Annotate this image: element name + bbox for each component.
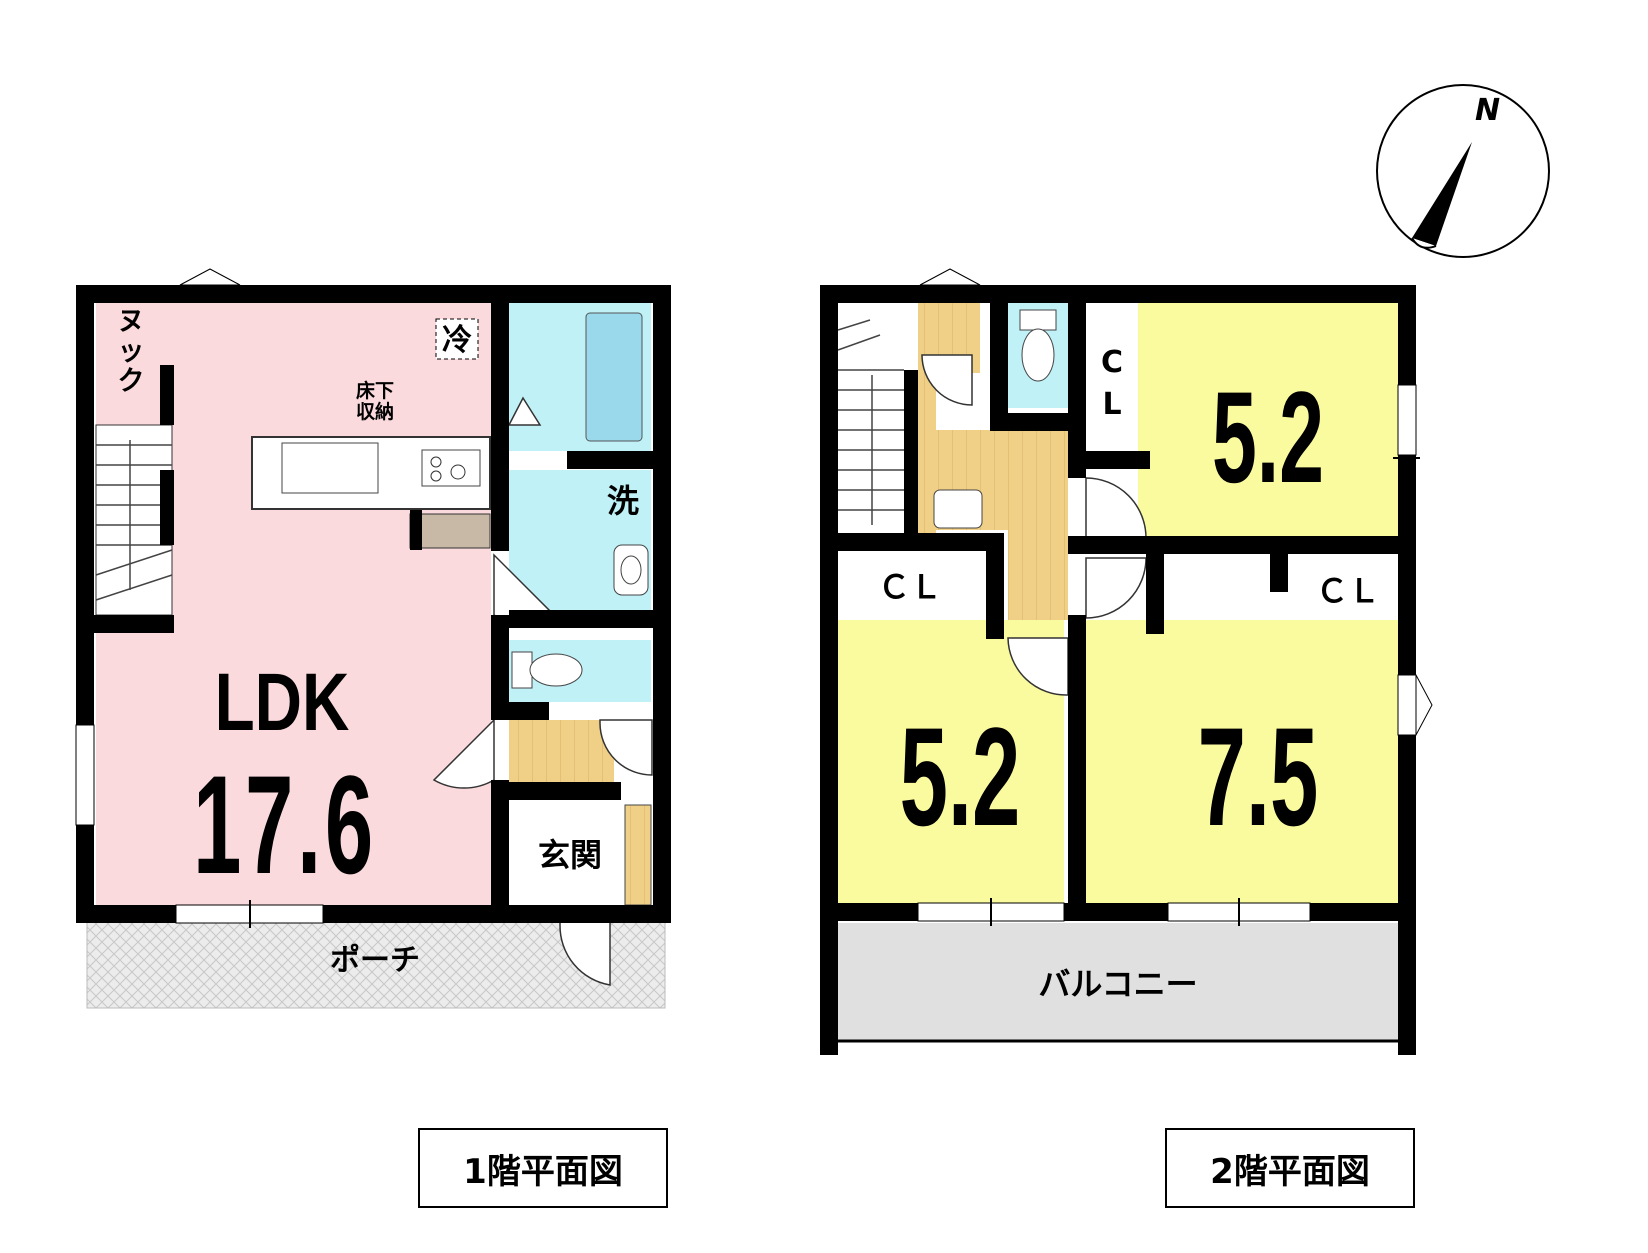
underfloor-storage-label-1: 床下 (356, 379, 394, 402)
door-swing (507, 396, 542, 426)
shoe-cabinet (624, 804, 652, 906)
window (1397, 384, 1417, 456)
entry-door-swing (559, 909, 611, 986)
bathtub-icon (585, 312, 643, 442)
stove-icon (421, 449, 481, 487)
bedroom-sw-size: 5.2 (900, 699, 1021, 855)
door-swing (1085, 477, 1147, 539)
hallway-2f (1008, 430, 1068, 620)
bedroom-ne-size: 5.2 (1212, 364, 1324, 509)
door-swing (599, 719, 653, 776)
closet-left (838, 555, 986, 620)
laundry-label: 洗 (607, 482, 639, 520)
closet-top-label-c: C (1101, 345, 1123, 380)
vent-marker (179, 268, 241, 286)
nook-label-1: ヌック (118, 306, 149, 397)
north-label: N (1475, 93, 1500, 128)
floor-1-plan: ヌック 冷 床下 収納 洗 LDK 17.6 玄関 ポーチ (75, 268, 671, 1009)
washbasin-2f-icon (933, 489, 983, 529)
vent-marker (919, 268, 981, 286)
porch-label: ポーチ (330, 943, 420, 978)
ldk-size: 17.6 (193, 747, 377, 903)
ldk-label: LDK (215, 656, 350, 748)
toilet-2f-icon (1021, 328, 1055, 382)
kitchen-sink-icon (281, 442, 379, 494)
door-swing (921, 354, 973, 406)
fridge-label: 冷 (442, 323, 472, 358)
staircase-1f (95, 424, 173, 616)
pantry-shelf (409, 513, 491, 549)
toilet-icon (511, 651, 533, 689)
entrance-hall (509, 800, 621, 907)
balcony-label: バルコニー (1038, 965, 1197, 1003)
fridge-space (435, 318, 479, 360)
closet-top (1086, 303, 1138, 451)
closet-top-label-l: L (1102, 387, 1121, 422)
floor-1-caption: 1階平面図 (418, 1128, 668, 1208)
closet-left-label: ＣＬ (878, 568, 942, 606)
north-arrow-icon (1412, 142, 1472, 246)
bedroom-ne (1138, 303, 1400, 536)
compass: N (1376, 84, 1550, 258)
floor-2-plan: C L 5.2 ＣＬ ＣＬ 5.2 7.5 バルコニー (820, 268, 1433, 1055)
bedroom-se-size: 7.5 (1198, 699, 1319, 855)
underfloor-storage-label-2: 収納 (356, 400, 394, 423)
walls-2f (820, 285, 1416, 1055)
balcony-area (838, 923, 1398, 1041)
bedroom-se (1086, 620, 1400, 903)
door-swing (1007, 637, 1069, 696)
window (75, 724, 95, 826)
hallway-floor (509, 720, 614, 782)
vent-marker (1415, 674, 1433, 736)
closet-right-label: ＣＬ (1316, 572, 1380, 610)
door-swing (1085, 557, 1147, 619)
staircase-2f (838, 303, 904, 533)
compass-ring (1376, 84, 1550, 258)
floor-2-caption: 2階平面図 (1165, 1128, 1415, 1208)
entrance-label: 玄関 (538, 836, 602, 874)
